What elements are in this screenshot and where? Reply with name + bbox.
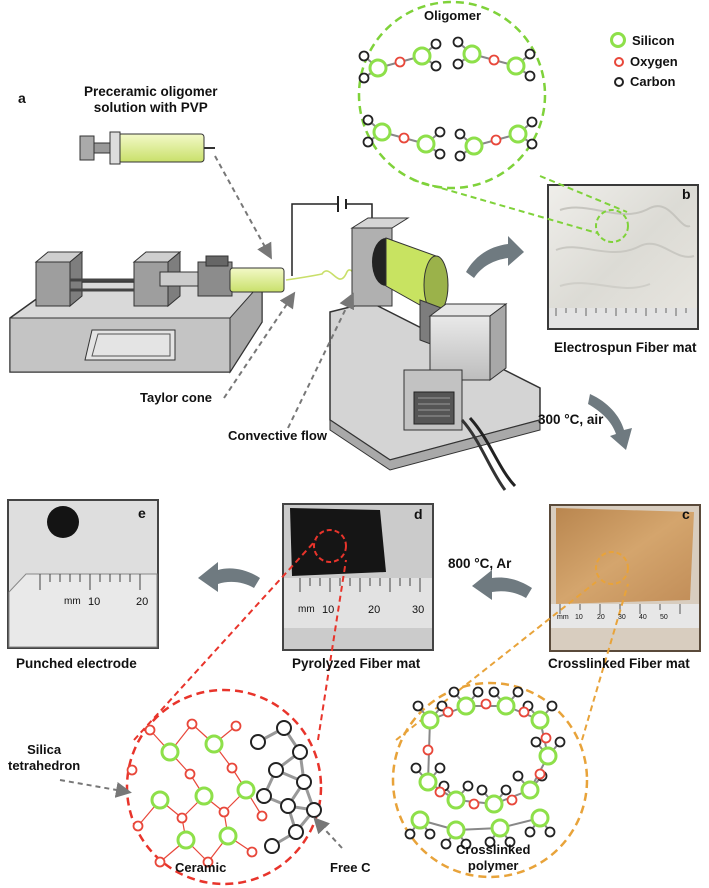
ceramic-network	[126, 718, 322, 868]
ruler-d-10: 10	[322, 604, 335, 616]
step-ar-label: 800 °C, Ar	[448, 556, 512, 571]
ruler-e-10: 10	[88, 596, 101, 608]
convective-flow-label: Convective flow	[228, 428, 327, 443]
step-air-label: 300 °C, air	[538, 412, 604, 427]
crosslinked-bubble	[391, 681, 589, 879]
panel-letter-a: a	[18, 90, 26, 106]
legend-oxygen: Oxygen	[614, 54, 678, 69]
taylor-cone-pointer	[223, 291, 296, 399]
panel-letter-e: e	[138, 505, 146, 521]
photo-electrospun-mat	[547, 184, 699, 330]
convective-flow-pointer	[287, 292, 354, 429]
electrospun-label: Electrospun Fiber mat	[554, 340, 697, 355]
oligomer-label: Oligomer	[424, 8, 482, 23]
arrow-to-d	[472, 570, 532, 600]
crosslinked-polymer-label: Crosslinked polymer	[456, 842, 531, 873]
arrow-to-e	[198, 562, 260, 592]
punched-label: Punched electrode	[16, 656, 137, 671]
taylor-cone-label: Taylor cone	[140, 390, 213, 405]
ceramic-bubble	[125, 688, 323, 886]
ruler-c-40: 40	[639, 614, 647, 621]
ruler-e-unit: mm	[64, 596, 81, 607]
ruler-c-unit: mm	[557, 614, 569, 621]
legend-carbon: Carbon	[614, 74, 676, 89]
arrow-to-b	[466, 236, 524, 278]
ruler-d-unit: mm	[298, 604, 315, 615]
legend-silicon: Silicon	[610, 32, 675, 48]
ruler-e-20: 20	[136, 596, 149, 608]
oligomer-bubble	[357, 0, 547, 190]
process-arrows	[198, 236, 632, 600]
carbon-marker-icon	[614, 76, 624, 87]
legend-silicon-label: Silicon	[632, 32, 675, 48]
oxygen-marker-icon	[614, 56, 624, 67]
syringe-illustration	[79, 131, 215, 165]
syringe-pump	[9, 250, 285, 374]
panel-letter-b: b	[682, 186, 691, 202]
legend-carbon-label: Carbon	[630, 74, 676, 89]
pyrolyzed-mat-label: Pyrolyzed Fiber mat	[292, 656, 421, 671]
photo-punched-electrode	[7, 499, 159, 649]
oligomer-molecules	[358, 36, 538, 162]
ruler-c-10: 10	[575, 614, 583, 621]
arrow-to-c	[588, 394, 632, 450]
photo-pyrolyzed-mat	[282, 503, 434, 651]
silicon-marker-icon	[610, 32, 626, 48]
collector-drum	[329, 217, 541, 491]
legend-oxygen-label: Oxygen	[630, 54, 678, 69]
free-c-label: Free C	[330, 860, 371, 875]
syringe-pointer-arrow	[214, 155, 272, 260]
panel-letter-d: d	[414, 506, 423, 522]
syringe-title: Preceramic oligomer solution with PVP	[84, 84, 218, 115]
ceramic-label: Ceramic	[175, 860, 227, 875]
ruler-d-20: 20	[368, 604, 381, 616]
crosslinked-polymer-network	[404, 686, 566, 850]
ruler-d-30: 30	[412, 604, 425, 616]
free-c-pointer	[313, 817, 343, 849]
silica-pointer	[59, 779, 132, 798]
ruler-c-20: 20	[597, 614, 605, 621]
panel-letter-c: c	[682, 506, 690, 522]
ruler-c-30: 30	[618, 614, 626, 621]
silica-label: Silica tetrahedron	[8, 742, 81, 773]
crosslinked-mat-label: Crosslinked Fiber mat	[548, 656, 690, 671]
ruler-c-50: 50	[660, 614, 668, 621]
